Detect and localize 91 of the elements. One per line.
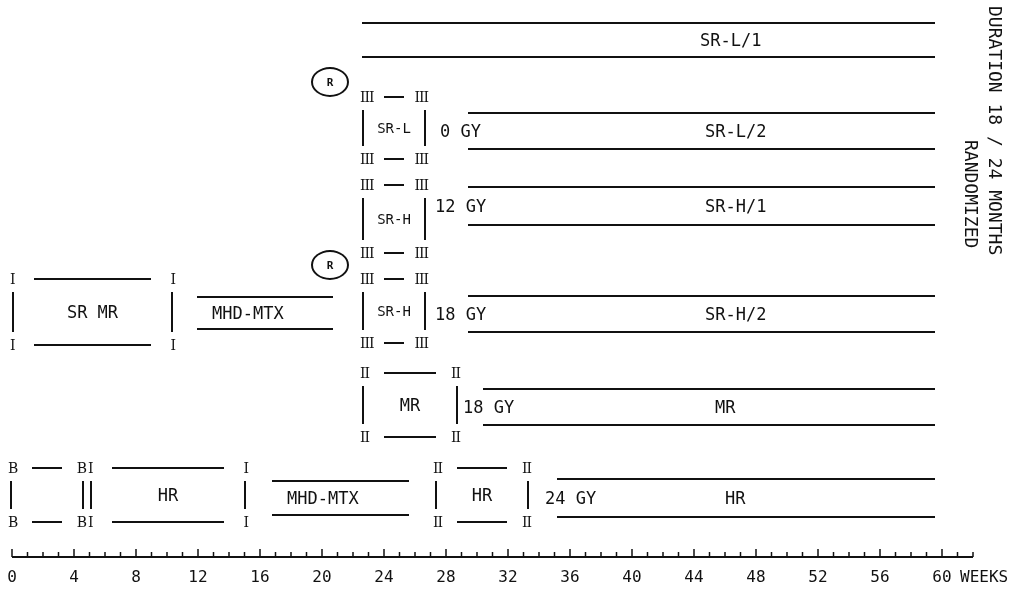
box-label: SR-H xyxy=(377,212,411,226)
axis-tick-label: 4 xyxy=(69,569,79,585)
corner-mark: B xyxy=(8,515,18,529)
randomization-circle xyxy=(311,250,349,280)
corner-mark: I xyxy=(170,338,175,352)
treatment-band xyxy=(440,112,935,150)
band-label: SR-L/2 xyxy=(705,122,767,140)
band-label: SR-L/1 xyxy=(700,31,762,49)
box-label: SR MR xyxy=(66,303,119,321)
axis-tick-label: 24 xyxy=(374,569,394,585)
box-label: HR xyxy=(157,486,179,504)
corner-mark: II xyxy=(450,430,460,444)
box-label: SR-H xyxy=(377,304,411,318)
axis-tick-label: 16 xyxy=(250,569,270,585)
axis-tick-label: 44 xyxy=(684,569,704,585)
bracket-box xyxy=(10,272,175,352)
bracket-box xyxy=(360,272,428,350)
dose-label: 18 GY xyxy=(463,398,517,416)
treatment-band xyxy=(272,480,409,516)
corner-mark: III xyxy=(414,336,428,350)
axis-tick-label: 56 xyxy=(870,569,890,585)
corner-mark: III xyxy=(360,246,374,260)
corner-mark: B xyxy=(8,461,18,475)
box-label: MR xyxy=(399,396,421,414)
corner-mark: III xyxy=(360,152,374,166)
treatment-band xyxy=(197,296,333,330)
treatment-band xyxy=(435,186,935,226)
corner-mark: III xyxy=(414,90,428,104)
corner-mark: I xyxy=(10,338,15,352)
corner-mark: I xyxy=(88,515,93,529)
axis-tick-label: 32 xyxy=(498,569,518,585)
dose-label: 12 GY xyxy=(435,197,489,215)
corner-mark: B xyxy=(76,515,86,529)
box-label: HR xyxy=(471,486,493,504)
treatment-band xyxy=(362,22,935,58)
treatment-band xyxy=(545,478,935,518)
corner-mark: III xyxy=(360,336,374,350)
corner-mark: III xyxy=(414,272,428,286)
corner-mark: III xyxy=(414,178,428,192)
band-label: SR-H/2 xyxy=(705,305,767,323)
bracket-box xyxy=(88,461,248,529)
corner-mark: I xyxy=(243,461,248,475)
side-note: RANDOMIZED xyxy=(962,140,980,249)
band-label: MHD-MTX xyxy=(212,304,284,322)
circle-label: R xyxy=(326,76,334,88)
dose-label: 18 GY xyxy=(435,305,489,323)
treatment-band xyxy=(463,388,935,426)
corner-mark: I xyxy=(10,272,15,286)
corner-mark: II xyxy=(433,461,443,475)
treatment-band xyxy=(435,295,935,333)
band-label: SR-H/1 xyxy=(705,197,767,215)
band-label: MHD-MTX xyxy=(287,489,359,507)
corner-mark: III xyxy=(360,272,374,286)
circle-label: R xyxy=(326,259,334,271)
axis-tick-label: 0 xyxy=(7,569,17,585)
axis-tick-label: 12 xyxy=(188,569,208,585)
corner-mark: I xyxy=(170,272,175,286)
band-label: HR xyxy=(725,489,746,507)
corner-mark: III xyxy=(360,90,374,104)
corner-mark: II xyxy=(433,515,443,529)
corner-mark: III xyxy=(414,246,428,260)
bracket-box xyxy=(360,366,460,444)
bracket-box xyxy=(360,90,428,166)
corner-mark: II xyxy=(521,461,531,475)
box-label: SR-L xyxy=(377,121,411,135)
axis-tick-label: 20 xyxy=(312,569,332,585)
randomization-circle xyxy=(311,67,349,97)
axis-tick-label: 28 xyxy=(436,569,456,585)
dose-label: 0 GY xyxy=(440,122,483,140)
axis-tick-label: 40 xyxy=(622,569,642,585)
empty-bracket-box xyxy=(8,461,86,529)
corner-mark: I xyxy=(88,461,93,475)
axis-tick-label: 8 xyxy=(131,569,141,585)
axis-tick-label: 36 xyxy=(560,569,580,585)
dose-label: 24 GY xyxy=(545,489,599,507)
corner-mark: II xyxy=(360,430,370,444)
corner-mark: III xyxy=(414,152,428,166)
corner-mark: II xyxy=(521,515,531,529)
bracket-box xyxy=(360,178,428,260)
side-note: DURATION 18 / 24 MONTHS xyxy=(986,6,1004,256)
corner-mark: I xyxy=(243,515,248,529)
bracket-box xyxy=(433,461,531,529)
corner-mark: II xyxy=(450,366,460,380)
band-label: MR xyxy=(715,398,736,416)
axis-tick-label: 52 xyxy=(808,569,828,585)
corner-mark: III xyxy=(360,178,374,192)
axis-tick-label: 48 xyxy=(746,569,766,585)
axis-tick-label: 60 xyxy=(932,569,952,585)
corner-mark: B xyxy=(76,461,86,475)
axis-unit-label: WEEKS xyxy=(960,569,1009,585)
corner-mark: II xyxy=(360,366,370,380)
